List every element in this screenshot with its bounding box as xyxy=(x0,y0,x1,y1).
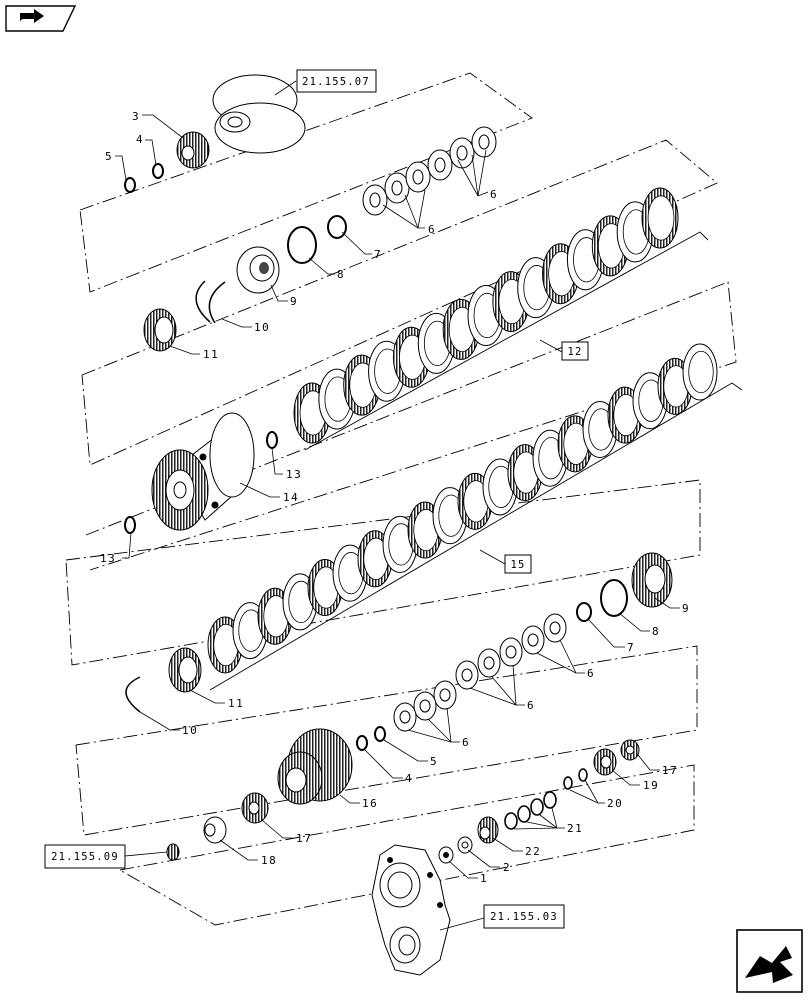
callout-6-lower-a: 6 xyxy=(587,667,595,680)
ref-box-left[interactable]: 21.155.09 xyxy=(44,844,126,869)
ring-4-lower xyxy=(356,735,368,751)
clutch-pack-15-plate xyxy=(282,573,318,631)
callout-11-lower: 11 xyxy=(228,697,244,710)
callout-5-lower: 5 xyxy=(430,755,438,768)
callout-1: 1 xyxy=(480,872,488,885)
transmission-housing xyxy=(371,844,451,976)
snap-ring-4-top xyxy=(152,163,164,179)
group-box-12: 12 xyxy=(561,341,589,361)
callout-13-upper: 13 xyxy=(286,468,302,481)
callout-19: 19 xyxy=(643,779,659,792)
ring-8-top xyxy=(287,226,317,264)
callout-13-lower: 13 xyxy=(100,552,116,565)
callout-labels: 3 4 5 6 6 7 8 9 10 11 13 14 13 9 8 7 6 6… xyxy=(100,110,690,885)
gear-part-3 xyxy=(176,131,210,169)
leader-lines xyxy=(115,80,680,931)
snap-ring-10-lower xyxy=(125,676,141,713)
bearing-17-right xyxy=(620,739,640,761)
book-arrow-icon[interactable] xyxy=(5,5,77,32)
callout-6-mid: 6 xyxy=(428,223,436,236)
clutch-drum-14 xyxy=(151,412,255,531)
seal-ring-small xyxy=(166,843,180,861)
callout-18: 18 xyxy=(261,854,277,867)
callout-6-lower-c: 6 xyxy=(462,736,470,749)
ring-8-lower xyxy=(600,579,628,617)
callout-6-top: 6 xyxy=(490,188,498,201)
callout-21: 21 xyxy=(567,822,583,835)
callout-7-top: 7 xyxy=(374,248,382,261)
washer-2 xyxy=(457,836,473,854)
callout-16: 16 xyxy=(362,797,378,810)
svg-text:21.155.07: 21.155.07 xyxy=(302,76,370,88)
callout-8-top: 8 xyxy=(337,268,345,281)
hub-11-lower xyxy=(168,647,202,693)
bearing-17-left xyxy=(241,792,269,824)
snap-ring-5-top xyxy=(124,177,136,193)
nut-1 xyxy=(438,846,454,864)
drum-housing-top xyxy=(212,74,306,154)
rings-20 xyxy=(563,768,588,790)
clutch-pack-15 xyxy=(207,343,718,674)
callout-9-lower: 9 xyxy=(682,602,690,615)
callout-4-top: 4 xyxy=(136,133,144,146)
ring-7-lower xyxy=(576,602,592,622)
spring-22 xyxy=(477,816,499,844)
callout-6-lower-b: 6 xyxy=(527,699,535,712)
callout-22: 22 xyxy=(525,845,541,858)
bearing-19 xyxy=(593,748,617,776)
callout-7-lower: 7 xyxy=(627,641,635,654)
callout-4-lower: 4 xyxy=(405,772,413,785)
svg-text:15: 15 xyxy=(510,559,525,571)
group-box-15: 15 xyxy=(504,554,532,574)
snap-ring-13-lower xyxy=(124,516,136,534)
callout-8-lower: 8 xyxy=(652,625,660,638)
bushing-18 xyxy=(203,816,227,844)
callout-11-top: 11 xyxy=(203,348,219,361)
callout-14: 14 xyxy=(283,491,299,504)
washers-6-lower xyxy=(393,613,567,732)
callout-17-right: 17 xyxy=(662,764,678,777)
snap-ring-10-top xyxy=(195,280,226,324)
callout-10-top: 10 xyxy=(254,321,270,334)
ring-7-top xyxy=(327,215,347,239)
ref-box-top[interactable]: 21.155.07 xyxy=(296,69,377,93)
hub-11-top xyxy=(143,308,177,352)
assembly-frames xyxy=(65,72,737,926)
clutch-pack-12 xyxy=(293,187,679,444)
clutch-pack-12-plate xyxy=(641,187,679,249)
gear-16 xyxy=(277,728,353,805)
snap-ring-13-upper xyxy=(266,431,278,449)
callout-10-lower: 10 xyxy=(182,724,198,737)
rings-21 xyxy=(504,791,557,830)
svg-text:21.155.03: 21.155.03 xyxy=(490,911,558,923)
callout-3: 3 xyxy=(132,110,140,123)
piston-9-lower xyxy=(631,552,673,608)
ring-5-lower xyxy=(374,726,386,742)
piston-9-top xyxy=(236,246,280,294)
callout-20: 20 xyxy=(607,797,623,810)
next-page-arrow-icon[interactable] xyxy=(736,929,803,993)
svg-text:12: 12 xyxy=(567,346,582,358)
callout-9-top: 9 xyxy=(290,295,298,308)
callout-5-top: 5 xyxy=(105,150,113,163)
washers-6-top xyxy=(362,126,497,216)
svg-text:21.155.09: 21.155.09 xyxy=(51,851,119,863)
callout-2: 2 xyxy=(503,861,511,874)
clutch-pack-15-plate xyxy=(682,343,718,401)
ref-box-bottom[interactable]: 21.155.03 xyxy=(483,904,565,929)
callout-17-left: 17 xyxy=(296,832,312,845)
